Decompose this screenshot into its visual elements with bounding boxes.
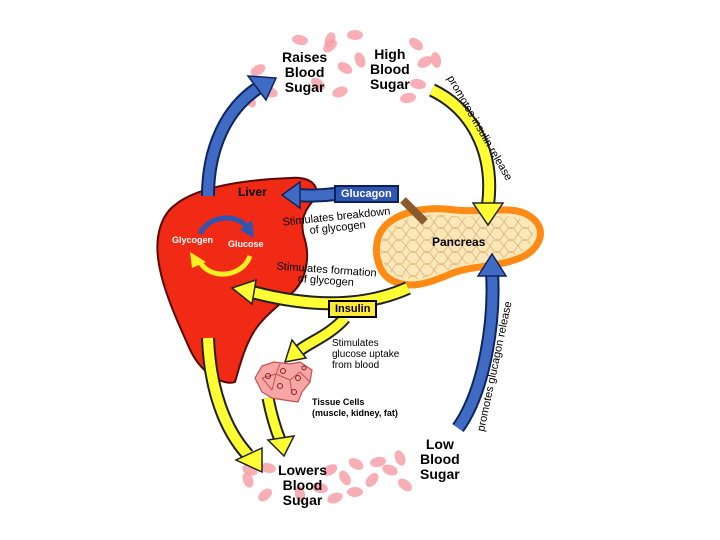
red-blood-cell <box>382 464 398 476</box>
red-blood-cell <box>354 52 366 68</box>
tissue-cells-label: Tissue Cells (muscle, kidney, fat) <box>312 397 398 418</box>
red-blood-cell <box>292 34 308 46</box>
glucagon-badge: Glucagon <box>334 185 399 203</box>
red-blood-cells <box>242 30 442 504</box>
pancreas-label: Pancreas <box>432 235 486 249</box>
glycogen-label: Glycogen <box>172 235 214 245</box>
insulin-badge: Insulin <box>328 300 378 318</box>
promotes-insulin-release-label: promotes insulin release <box>444 74 514 183</box>
red-blood-cell <box>311 77 325 91</box>
red-blood-cell <box>348 458 364 470</box>
liver-shape <box>156 176 318 384</box>
red-blood-cell <box>294 486 306 502</box>
pancreas-to-glucagon-link <box>400 197 428 225</box>
red-blood-cell <box>258 488 272 502</box>
red-blood-cell <box>347 30 363 40</box>
red-blood-cell <box>398 478 412 492</box>
red-blood-cell <box>332 86 348 98</box>
red-blood-cell <box>250 64 266 76</box>
red-blood-cell <box>322 464 338 476</box>
glucose-to-glycogen-arrowhead <box>190 252 206 268</box>
glucose-label: Glucose <box>228 239 264 249</box>
red-blood-cell <box>347 487 363 497</box>
red-blood-cell <box>339 470 351 486</box>
raises-blood-sugar-label: Raises Blood Sugar <box>282 49 328 95</box>
glycogen-to-glucose-arrow <box>197 215 250 236</box>
lowers-blood-sugar-label: Lowers Blood Sugar <box>278 462 328 508</box>
glucose-to-glycogen-arrow <box>197 254 253 277</box>
red-blood-cell <box>365 473 379 487</box>
red-blood-cell <box>312 482 328 494</box>
red-blood-cell <box>409 37 423 51</box>
high-blood-sugar-label: High Blood Sugar <box>370 46 410 92</box>
red-blood-cell <box>394 450 406 466</box>
glycogen-to-glucose-arrowhead <box>240 220 254 238</box>
low-blood-sugar-label: Low Blood Sugar <box>420 436 460 482</box>
stimulates-uptake-label: Stimulates glucose uptake from blood <box>332 338 400 371</box>
red-blood-cell <box>417 56 433 68</box>
red-blood-cell <box>242 472 254 488</box>
red-blood-cell <box>400 92 416 104</box>
red-blood-cell <box>324 32 336 48</box>
red-blood-cell <box>410 78 426 90</box>
red-blood-cell <box>370 456 386 468</box>
tissue-cells <box>254 361 313 403</box>
red-blood-cell <box>327 492 343 504</box>
red-blood-cell <box>260 462 276 474</box>
liver-label: Liver <box>238 185 267 199</box>
red-blood-cell <box>337 62 353 74</box>
red-blood-cell <box>430 52 442 68</box>
